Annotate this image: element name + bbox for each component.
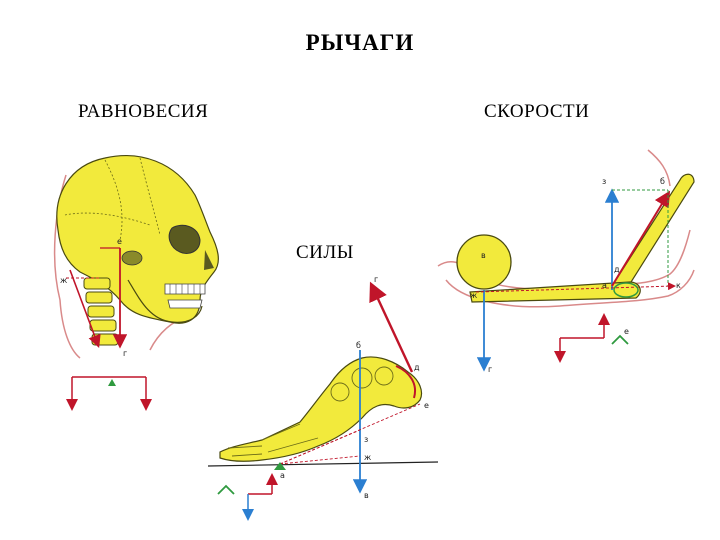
foot-point-e: е [424, 401, 429, 410]
arm-point-v: в [481, 251, 486, 260]
ball [456, 234, 512, 290]
foot-point-g: г [374, 275, 378, 284]
foot-point-zh: ж [364, 453, 371, 462]
foot-point-b: б [356, 341, 361, 350]
arm-figure: в з б д а к ж г е [437, 149, 695, 374]
arm-point-d: д [614, 265, 620, 274]
skull-point-e: е [117, 237, 122, 246]
arm-point-z: з [602, 177, 606, 186]
arm-point-b: б [660, 177, 665, 186]
arm-point-a: а [602, 281, 607, 290]
arm-point-e: е [624, 327, 629, 336]
arm-point-zh: ж [470, 291, 477, 300]
foot-bones [219, 356, 423, 462]
foot-point-z: з [364, 435, 368, 444]
balance-lever-label: РАВНОВЕСИЯ [78, 101, 209, 122]
foot-point-v: в [364, 491, 369, 500]
foot-point-d: д [414, 363, 420, 372]
humerus [611, 173, 695, 291]
force-lever-scheme [217, 473, 278, 521]
forearm-bones [469, 281, 641, 303]
foot-figure: г б д е з ж а в [207, 275, 439, 521]
balance-lever-scheme [66, 376, 152, 411]
skull-point-g: г [123, 349, 127, 358]
arm-point-g: г [488, 365, 492, 374]
skull-point-zh: ж [60, 276, 67, 285]
speed-lever-label: СКОРОСТИ [484, 101, 590, 122]
skull-figure: е ж г [53, 155, 219, 411]
speed-lever-scheme: е [554, 313, 629, 363]
force-lever-label: СИЛЫ [296, 242, 354, 263]
foot-point-a: а [280, 471, 285, 480]
skull-orbit [168, 224, 201, 254]
arm-point-k: к [676, 281, 681, 290]
page-title: РЫЧАГИ [305, 30, 415, 55]
